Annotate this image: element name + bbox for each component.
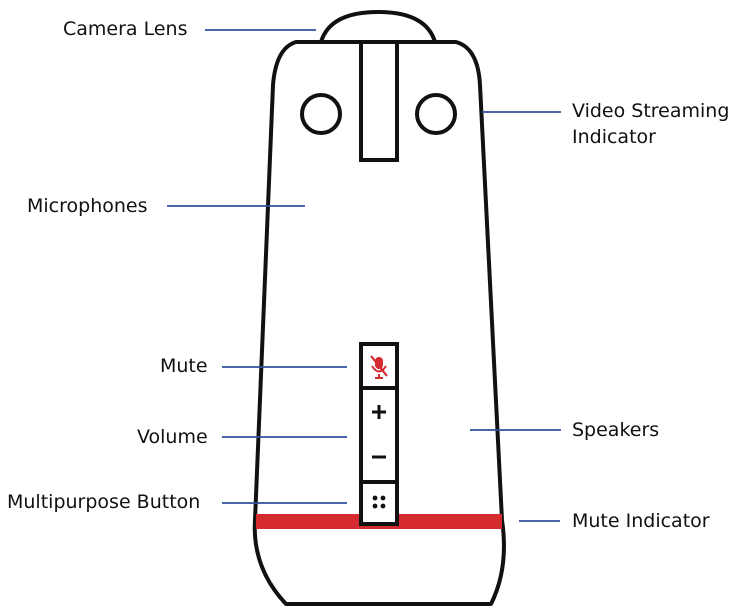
label-mute: Mute — [160, 355, 208, 377]
four-dots-icon — [372, 495, 386, 509]
label-volume: Volume — [137, 426, 208, 448]
label-video-streaming-line2: Indicator — [572, 126, 656, 148]
camera-lens-dome — [319, 10, 437, 43]
label-speakers: Speakers — [572, 419, 659, 441]
label-microphones: Microphones — [27, 195, 148, 217]
label-multipurpose-button: Multipurpose Button — [7, 491, 200, 513]
label-camera-lens: Camera Lens — [63, 18, 187, 40]
left-indicator-circle — [300, 93, 342, 135]
camera-strip — [359, 40, 399, 162]
microphone-muted-icon — [370, 355, 388, 379]
label-video-streaming-line1: Video Streaming — [572, 100, 729, 122]
label-mute-indicator: Mute Indicator — [572, 510, 710, 532]
right-indicator-circle — [415, 93, 457, 135]
plus-icon — [372, 405, 386, 419]
device-body — [252, 40, 506, 606]
